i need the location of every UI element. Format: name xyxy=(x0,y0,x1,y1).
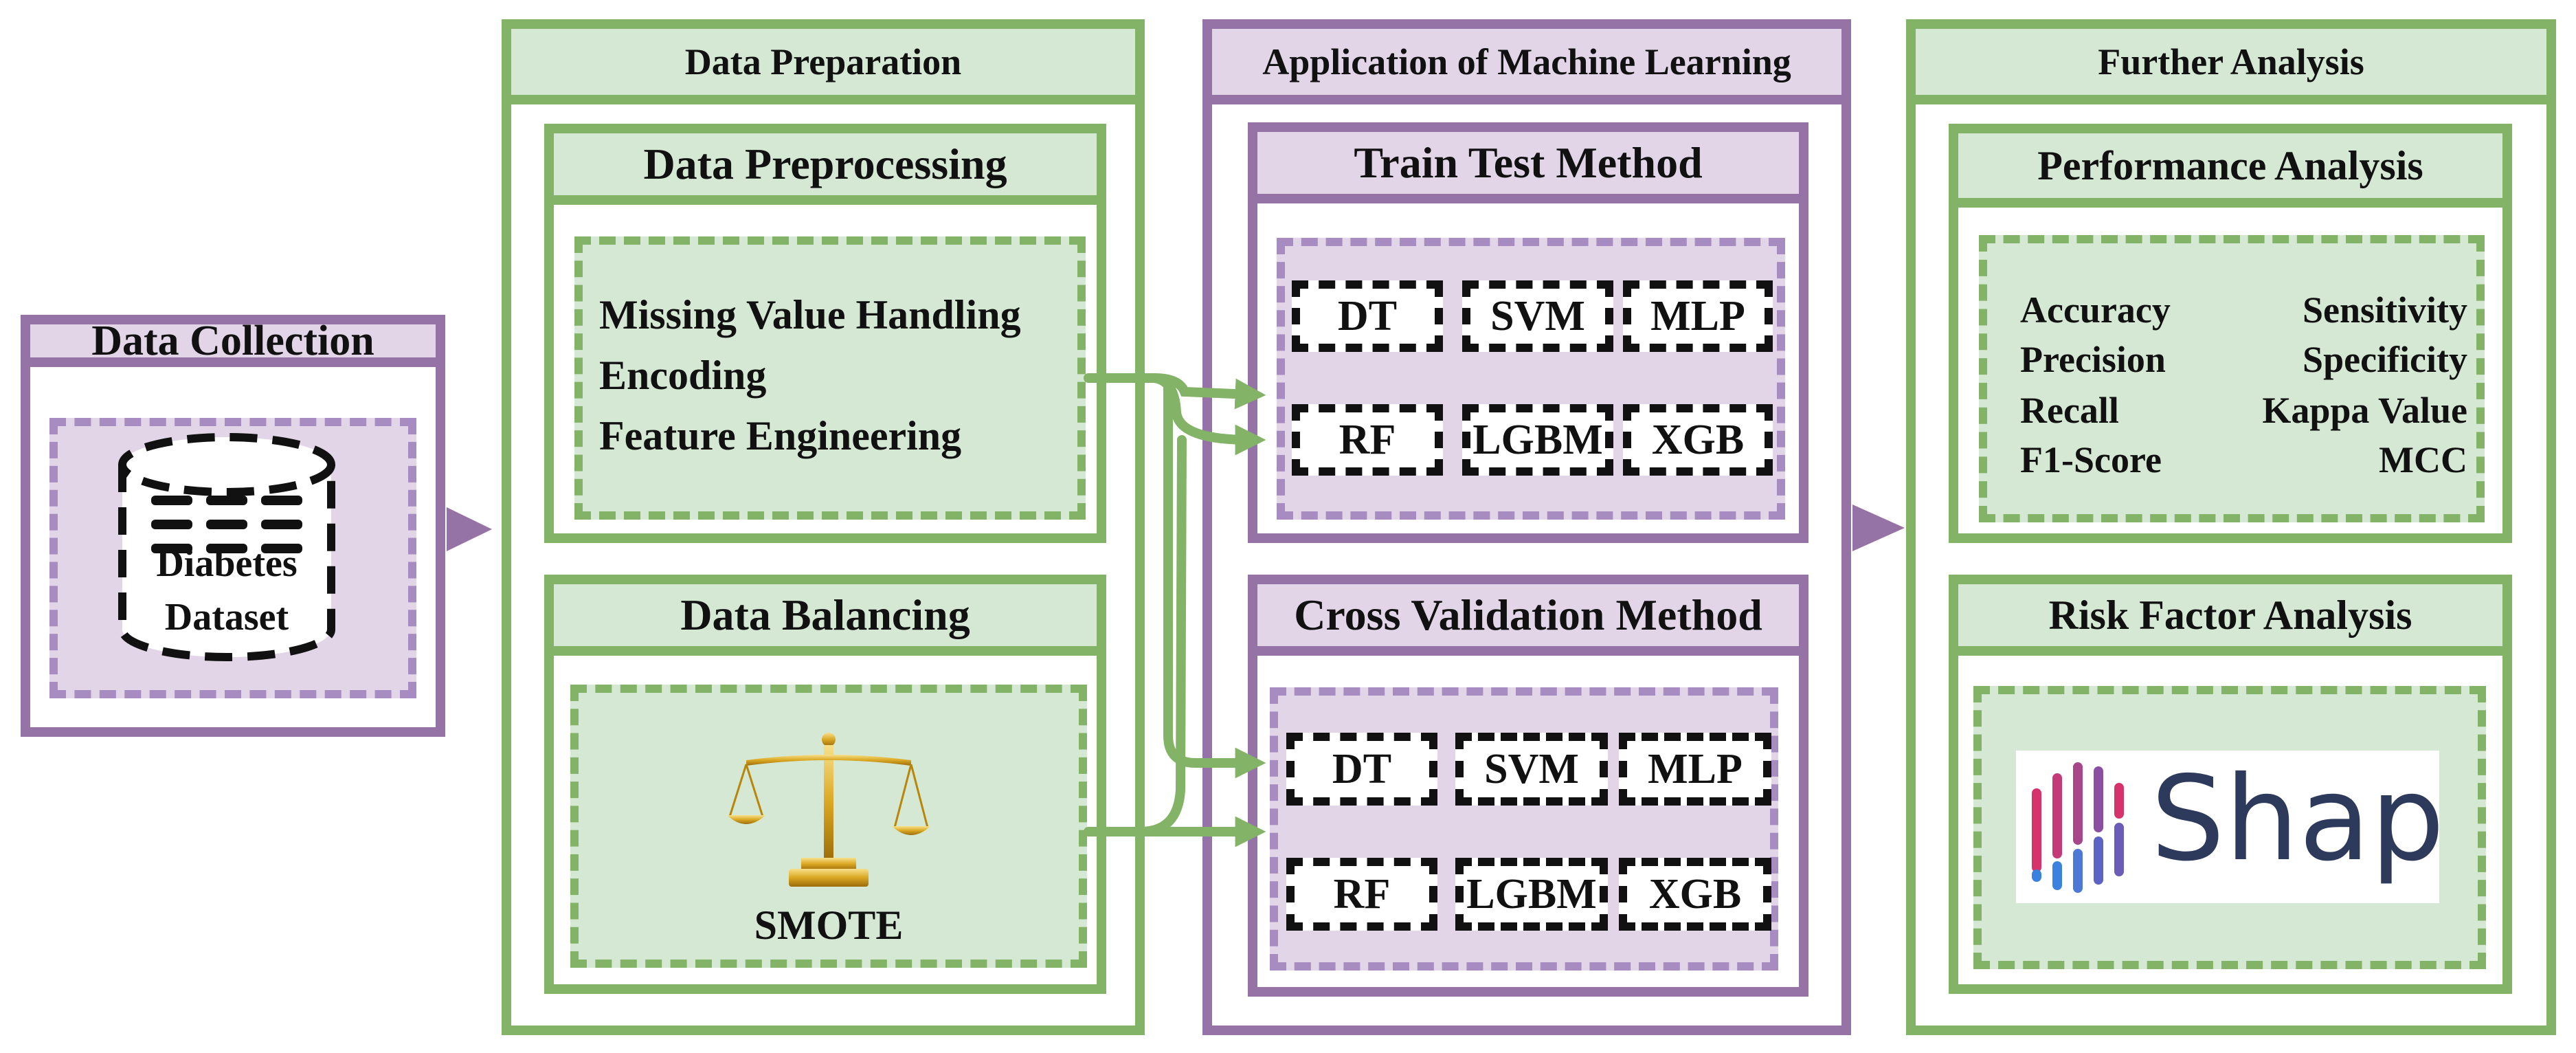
database-icon xyxy=(110,430,344,664)
train-test-title: Train Test Method xyxy=(1354,138,1703,187)
preprocessing-item: Missing Value Handling xyxy=(599,292,1021,337)
balance-scale-icon xyxy=(726,730,932,895)
performance-analysis-title: Performance Analysis xyxy=(2037,142,2423,188)
arrow-ml-to-further-analysis xyxy=(1852,505,1905,551)
preprocessing-item: Encoding xyxy=(599,353,767,398)
risk-factor-header: Risk Factor Analysis xyxy=(1958,584,2502,656)
metric-label: Accuracy xyxy=(2020,289,2171,331)
performance-dashed-area xyxy=(1979,235,2485,522)
model-box-mlp: MLP xyxy=(1619,733,1771,806)
data-preprocessing-box xyxy=(544,124,1106,543)
cross-validation-header: Cross Validation Method xyxy=(1257,584,1799,656)
data-preparation-header: Data Preparation xyxy=(511,29,1135,104)
metric-label: Specificity xyxy=(2303,339,2467,380)
shap-logo-text: Shap xyxy=(2151,751,2445,887)
risk-factor-title: Risk Factor Analysis xyxy=(2048,592,2412,638)
model-box-rf: RF xyxy=(1286,858,1437,931)
metric-label: Kappa Value xyxy=(2262,390,2467,431)
data-preparation-panel xyxy=(502,19,1145,1035)
arrow-preprocessing-to-cross-validation xyxy=(1163,380,1266,779)
metric-label: F1-Score xyxy=(2020,439,2162,480)
performance-analysis-header: Performance Analysis xyxy=(1958,133,2502,208)
further-analysis-header: Further Analysis xyxy=(1916,29,2546,104)
data-balancing-title: Data Balancing xyxy=(680,590,970,639)
machine-learning-panel xyxy=(1202,19,1851,1035)
machine-learning-title: Application of Machine Learning xyxy=(1262,41,1791,82)
data-preprocessing-title: Data Preprocessing xyxy=(643,140,1007,188)
metric-label: Recall xyxy=(2020,390,2119,431)
data-collection-title: Data Collection xyxy=(91,317,374,364)
cross-validation-title: Cross Validation Method xyxy=(1294,590,1762,639)
model-box-xgb: XGB xyxy=(1619,858,1771,931)
model-box-rf: RF xyxy=(1292,404,1443,476)
data-preparation-title: Data Preparation xyxy=(684,41,962,82)
dataset-label-line1: Diabetes xyxy=(156,542,298,585)
model-box-mlp: MLP xyxy=(1623,280,1773,352)
model-box-dt: DT xyxy=(1292,280,1443,352)
metric-label: Precision xyxy=(2020,339,2166,380)
metric-label: Sensitivity xyxy=(2302,289,2467,331)
model-box-svm: SVM xyxy=(1462,280,1613,352)
risk-factor-box xyxy=(1949,575,2512,994)
performance-analysis-box xyxy=(1949,124,2512,543)
model-box-xgb: XGB xyxy=(1623,404,1773,476)
preprocessing-dashed-area xyxy=(574,236,1086,520)
arrow-balancing-to-train-test xyxy=(1136,435,1187,836)
preprocessing-item: Feature Engineering xyxy=(599,413,962,458)
dataset-label-line2: Dataset xyxy=(164,596,289,639)
data-preprocessing-header: Data Preprocessing xyxy=(554,133,1097,205)
further-analysis-panel xyxy=(1906,19,2556,1035)
model-box-lgbm: LGBM xyxy=(1455,858,1608,931)
shap-logo: Shap xyxy=(2016,751,2445,903)
smote-label: SMOTE xyxy=(754,902,904,948)
model-box-svm: SVM xyxy=(1455,733,1608,806)
data-balancing-header: Data Balancing xyxy=(554,584,1097,656)
data-collection-header: Data Collection xyxy=(30,318,436,367)
model-box-dt: DT xyxy=(1286,733,1437,806)
cross-validation-box xyxy=(1248,575,1808,997)
data-balancing-box xyxy=(544,575,1106,994)
model-box-lgbm: LGBM xyxy=(1462,404,1613,476)
data-collection-panel xyxy=(21,315,445,737)
arrow-collection-to-preparation xyxy=(447,507,492,551)
machine-learning-header: Application of Machine Learning xyxy=(1212,29,1841,104)
further-analysis-title: Further Analysis xyxy=(2098,41,2364,82)
train-test-header: Train Test Method xyxy=(1257,132,1799,203)
metric-label: MCC xyxy=(2379,439,2467,480)
